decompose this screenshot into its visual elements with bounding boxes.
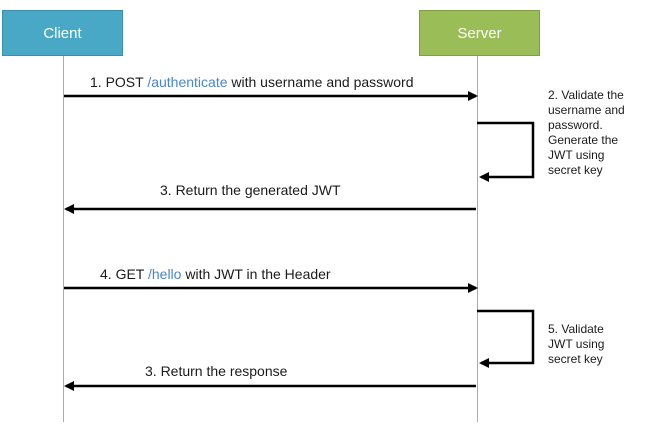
- message-1-suffix: with username and password: [227, 74, 414, 90]
- message-3b-text: 3. Return the response: [145, 363, 288, 379]
- self-loop-5: [477, 309, 535, 368]
- message-3b-label: 3. Return the response: [145, 363, 287, 379]
- message-4-suffix: with JWT in the Header: [181, 266, 331, 282]
- message-3a-text: 3. Return the generated JWT: [160, 182, 341, 198]
- client-actor-box: Client: [2, 10, 123, 56]
- message-1-path: /authenticate: [147, 74, 228, 90]
- note-validate-credentials: 2. Validate the username and password. G…: [548, 88, 625, 177]
- message-4-label: 4. GET /hello with JWT in the Header: [100, 266, 331, 282]
- message-1-prefix: 1. POST: [90, 74, 148, 90]
- note-validate-jwt: 5. Validate JWT using secret key: [548, 322, 605, 366]
- message-4-prefix: 4. GET: [100, 266, 148, 282]
- message-1-label: 1. POST /authenticate with username and …: [90, 74, 414, 90]
- client-lifeline: [63, 56, 64, 422]
- client-actor-label: Client: [43, 24, 82, 42]
- server-lifeline: [477, 56, 478, 422]
- message-4-path: /hello: [147, 266, 182, 282]
- server-actor-label: Server: [457, 24, 502, 42]
- message-3a-label: 3. Return the generated JWT: [160, 182, 341, 198]
- self-loop-2: [477, 121, 535, 182]
- server-actor-box: Server: [419, 10, 540, 56]
